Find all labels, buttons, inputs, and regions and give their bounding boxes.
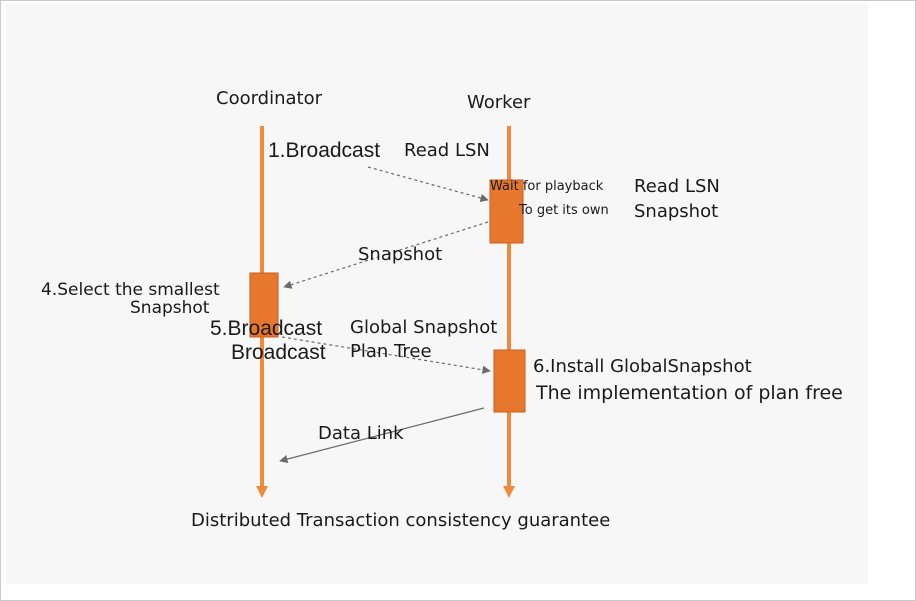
step1-broadcast-label: 1.Broadcast — [268, 139, 381, 162]
diagram-caption: Distributed Transaction consistency guar… — [191, 510, 611, 531]
global-snapshot-label: Global Snapshot — [350, 317, 498, 338]
read-lsn-right-label: Read LSN — [634, 176, 720, 197]
snapshot-right-label: Snapshot — [634, 201, 719, 222]
coordinator-lane-label: Coordinator — [216, 88, 323, 109]
message-broadcast-read-lsn — [367, 166, 489, 203]
worker-activation-install — [493, 349, 526, 413]
step6-install-label: 6.Install GlobalSnapshot — [533, 356, 752, 377]
snapshot-return-label: Snapshot — [358, 244, 443, 265]
wait-playback-label: Wait for playback — [490, 179, 604, 194]
diagram-panel — [6, 4, 868, 584]
message-broadcast-global-snapshot — [281, 336, 491, 374]
worker-lane-label: Worker — [467, 92, 531, 113]
message-data-link — [279, 407, 485, 464]
implementation-label: The implementation of plan free — [536, 382, 843, 404]
step1-read-lsn-label: Read LSN — [404, 140, 490, 161]
worker-lifeline-arrowhead — [503, 486, 515, 498]
plan-tree-label: Plan Tree — [350, 341, 432, 362]
step4-snapshot-label: Snapshot — [130, 298, 210, 318]
worker-activation-read-lsn — [489, 179, 524, 244]
step4-select-label: 4.Select the smallest — [41, 280, 220, 300]
get-own-label: To get its own — [519, 203, 609, 218]
step5-broadcast-label: 5.Broadcast — [210, 317, 323, 340]
coordinator-activation-select — [249, 272, 279, 338]
step5-broadcast2-label: Broadcast — [231, 341, 326, 364]
coordinator-lifeline-arrowhead — [256, 486, 268, 498]
data-link-label: Data Link — [318, 423, 404, 444]
